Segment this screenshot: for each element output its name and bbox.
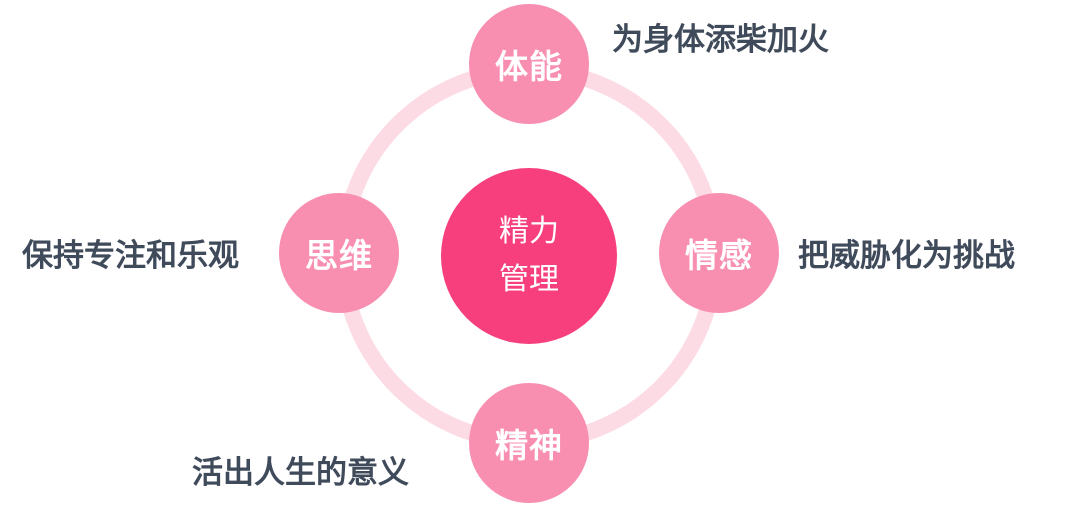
desc-left: 保持专注和乐观 [22,238,239,274]
desc-right: 把威胁化为挑战 [798,238,1015,274]
node-right: 情感 [659,193,779,313]
node-bottom: 精神 [469,383,589,503]
node-left: 思维 [279,193,399,313]
node-top-label: 体能 [495,47,563,86]
node-top: 体能 [469,4,589,124]
node-right-label: 情感 [685,236,753,275]
center-label-line1: 精力 [499,214,559,249]
node-left-label: 思维 [305,236,373,275]
center-node: 精力 管理 [441,168,617,344]
desc-bottom: 活出人生的意义 [192,455,409,491]
desc-top: 为身体添柴加火 [612,22,829,58]
center-label-line2: 管理 [499,262,559,297]
node-bottom-label: 精神 [495,426,563,465]
